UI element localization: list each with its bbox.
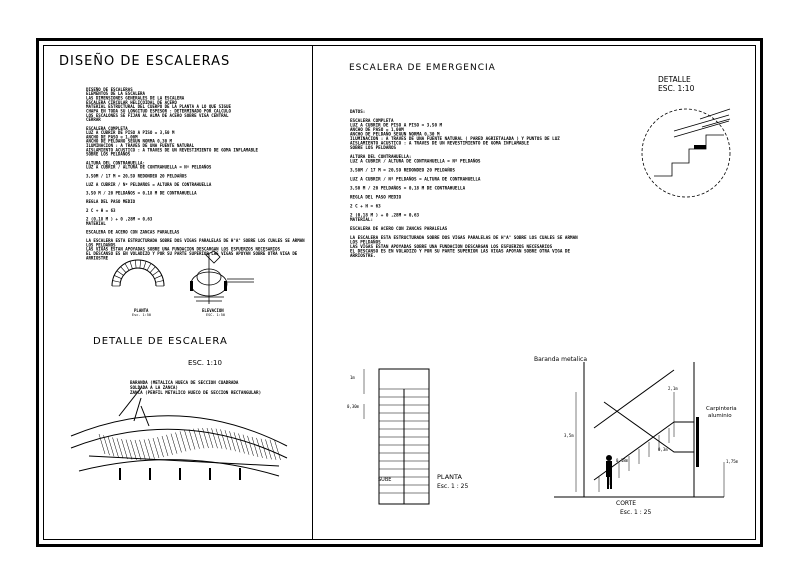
left-note-line: LUZ A CUBRIR DE PISO A PISO = 3,50 M (86, 130, 175, 136)
left-note-line: ANCHO DE PASO = 1,00M (86, 135, 138, 140)
left-note-line: LA ESCALERA ESTA ESTRUCTURADA SOBRE DOS … (86, 238, 305, 244)
corte-drawing (554, 362, 725, 498)
right-note-line: REGLA DEL PASO MEDIO (350, 195, 402, 200)
left-note-line: LAS DIMENSIONES GENERALES DE LA ESCALERA (86, 96, 185, 101)
right-title: ESCALERA DE EMERGENCIA (349, 63, 496, 73)
corte-dim-upper: 2,1m (668, 386, 678, 391)
corte-carpinteria-2: aluminio (708, 413, 732, 419)
right-note-line: AISLAMIENTO ACUSTICO : A TRAVES DE UN RE… (350, 141, 530, 146)
left-note-line: ALTURA DEL CONTRAHUELLA: (86, 160, 145, 166)
left-title: DISEÑO DE ESCALERAS (59, 54, 231, 69)
left-note-line: ESCALERA DE ACERO CON ZANCAS PARALELAS (86, 230, 180, 235)
left-note-line: CERRAR (86, 117, 101, 123)
right-detalle-drawing (641, 108, 731, 198)
detalle-escalera-title: DETALLE DE ESCALERA (93, 336, 228, 347)
right-note-line: 3,50M / 17 M = 20,59 REDONDEO 20 PELDAÑO… (350, 168, 455, 173)
right-note-line: SOBRE LOS PELDAÑOS (350, 145, 397, 151)
left-note-line: MATERIAL ESTRUCTURAL DEL CUERPO DE LA PL… (86, 104, 231, 110)
right-note-line: ANCHO DE PASO = 1,00M (350, 127, 404, 133)
corte-scale: Esc. 1 : 25 (620, 509, 652, 516)
left-note-line: 2 (0,18 M ) + 0 ,28M = 0,63 (86, 217, 153, 222)
corte-dim-mid: 0,3m (658, 447, 668, 452)
left-note-line: ESCALERA COMPLETA (86, 126, 128, 132)
planta-dim-top: 1m (350, 375, 355, 380)
left-note-line: EL DESCANSO ES EN VOLADIZO Y POR SU PART… (86, 251, 298, 257)
left-note-line: MATERIAL (86, 221, 106, 227)
right-detalle-label: DETALLE (658, 75, 691, 84)
planta-label: PLANTA (134, 308, 149, 313)
left-note-line: LUZ A CUBRIR / ALTURA DE CONTRAHUELLA = … (86, 165, 212, 171)
left-note-line: CHAPA EN TODA SU LONGITUD ESPESOR : DETE… (86, 109, 231, 114)
right-note-line: MATERIAL: (350, 217, 374, 223)
left-note-line: LOS PELDAÑOS (86, 243, 116, 248)
right-note-line: LAS VIGAS ESTAN APOYADAS SOBRE UNA FUNDA… (350, 244, 553, 250)
left-note-line: LOS ESCALONES SE FIJAN AL ALMA DE ACERO … (86, 113, 229, 119)
right-note-line: ANCHO DE PELDAÑO SEGUN NORMA 0,30 M (350, 132, 440, 137)
left-note-line: 3,50 M / 20 PELDAÑOS = 0,18 M DE CONTRAH… (86, 191, 197, 196)
corte-baranda: Baranda metalica (534, 356, 588, 363)
corte-dim-right: 1,75m (726, 459, 739, 464)
right-note-line: LUZ A CUBRIR DE PISO A PISO = 3,50 M (350, 123, 443, 128)
corte-dim-total: 3,5m (564, 433, 574, 438)
elevacion-scale: ESC. 1:50 (206, 313, 225, 317)
right-note-line: ESCALERA DE ACERO CON ZANCAS PARALELAS (350, 226, 448, 232)
planta-sube: SUBE (378, 477, 392, 483)
right-note-line: DATOS: (350, 109, 366, 115)
left-note-line: ANCHO DE PELDAÑO SEGUN NORMA 0,30 M (86, 139, 172, 145)
elevacion-drawing (190, 250, 254, 304)
corte-carpinteria-1: Carpinteria (706, 406, 737, 412)
left-note-line: DISEÑO DE ESCALERAS (86, 87, 133, 93)
right-note-line: ARRIOSTRE. (350, 253, 376, 259)
right-note-line: 3,50 M / 20 PELDAÑOS = 0,18 M DE CONTRAH… (350, 186, 466, 191)
right-note-line: 2 C + H = 63 (350, 204, 381, 209)
right-note-line: 2 (0,18 M ) + 0 ,28M = 0,63 (350, 213, 420, 218)
right-note-line: ESCALERA COMPLETA (350, 118, 394, 124)
left-note-line: ARRIOSTRE (86, 256, 109, 261)
left-note-line: ESCALERA CIRCULAR HELICOIDAL DE ACERO (86, 100, 177, 106)
right-note-line: ILUMINACION : A TRAVES DE UNA FUENTE NAT… (350, 136, 560, 142)
left-note-line: LAS VIGAS ESTAN APOYADAS SOBRE UNA FUNDA… (86, 247, 281, 253)
left-note-line: SOBRE LOS PELDAÑOS (86, 152, 131, 158)
right-note-line: EL DESCANSO ES EN VOLADIZO Y POR SU PART… (350, 249, 571, 254)
panel-divider (312, 46, 313, 539)
planta-stair-drawing (363, 368, 430, 505)
planta-stair-scale: Esc. 1 : 25 (437, 483, 469, 490)
left-note-line: 2 C + H = 63 (86, 208, 116, 214)
planta-circular-drawing (111, 259, 165, 287)
corte-dim-low: 0,18m (616, 458, 629, 463)
detalle-escalera-scale: ESC. 1:10 (188, 359, 222, 367)
detalle-isometric-drawing (70, 387, 288, 480)
right-note-line: ALTURA DEL CONTRAHUELLA: (350, 154, 412, 160)
planta-stair-label: PLANTA (437, 473, 462, 481)
left-note-line: AISLAMIENTO ACUSTICO : A TRAVES DE UN RE… (86, 148, 258, 153)
planta-scale: Esc. 1:50 (132, 313, 151, 317)
elevacion-label: ELEVACION (202, 308, 224, 313)
left-note-line: ELEMENTOS DE LA ESCALERA (86, 91, 145, 97)
right-note-line: LUZ A CUBRIR / Nº PELDAÑOS = ALTURA DE C… (350, 177, 481, 182)
planta-dim-side: 0,30m (347, 404, 360, 409)
left-note-line: LUZ A CUBRIR / Nº PELDAÑOS = ALTURA DE C… (86, 182, 212, 188)
detalle-callouts: BARANDA (METALICA HUECA DE SECCION CUADR… (130, 380, 262, 395)
right-note-line: LOS PELDAÑOS (350, 240, 381, 245)
right-note-line: LUZ A CUBRIR / ALTURA DE CONTRAHUELLA = … (350, 159, 481, 164)
left-note-line: REGLA DEL PASO MEDIO (86, 199, 136, 205)
left-note-line: ILUMINACION : A TRAVES DE UNA FUENTE NAT… (86, 143, 195, 149)
right-detalle-scale: ESC. 1:10 (658, 84, 695, 93)
right-note-line: LA ESCALERA ESTA ESTRUCTURADA SOBRE DOS … (350, 235, 578, 241)
left-note-line: 3,50M / 17 M = 20,59 REDONDEO 20 PELDAÑO… (86, 173, 187, 179)
corte-label: CORTE (616, 500, 637, 507)
